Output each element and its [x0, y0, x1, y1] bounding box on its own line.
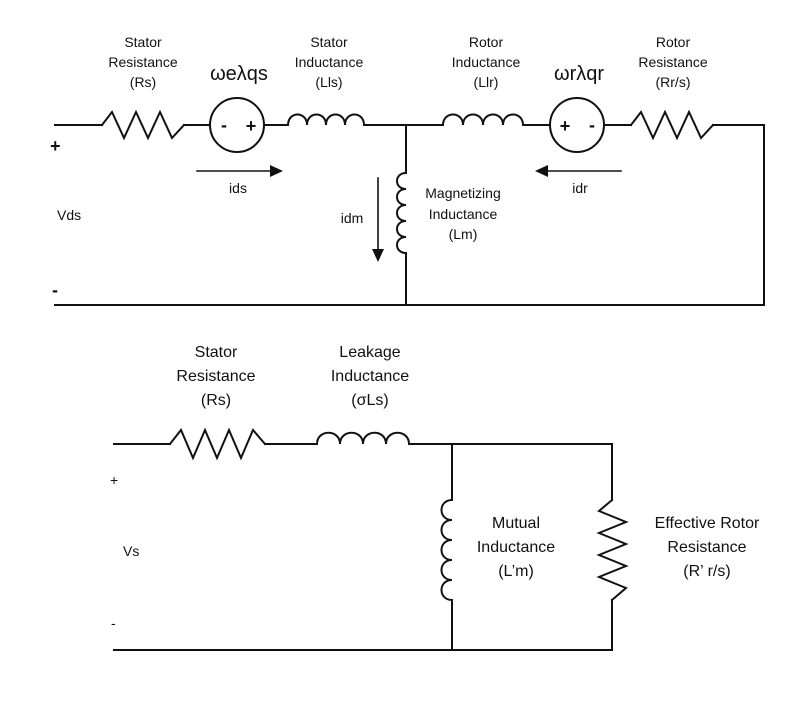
- bottom-effective-rotor-label-1: Effective Rotor: [655, 515, 760, 532]
- top-stator-inductor: [286, 113, 371, 127]
- top-source2-right-sign: -: [589, 115, 595, 135]
- top-rotor-inductance-label-2: Inductance: [452, 54, 521, 70]
- top-voltage-label: Vds: [57, 207, 81, 223]
- bottom-mutual-inductance-label-1: Mutual: [492, 515, 540, 532]
- top-rotor-resistance-label-1: Rotor: [656, 34, 691, 50]
- top-rotor-inductance-label-1: Rotor: [469, 34, 504, 50]
- top-rotor-resistance-label-2: Resistance: [638, 54, 707, 70]
- bottom-stator-resistance-label-2: Resistance: [176, 368, 255, 385]
- top-source-dr-label: ωrλqr: [554, 63, 604, 85]
- top-equivalent-circuit: - + + -: [54, 97, 765, 306]
- top-minus-sign: -: [52, 280, 58, 300]
- top-source1-right-sign: +: [246, 116, 257, 136]
- top-magnetizing-label-3: (Lm): [449, 226, 478, 242]
- bottom-equivalent-circuit: [113, 427, 629, 651]
- top-magnetizing-label-1: Magnetizing: [425, 185, 501, 201]
- bottom-stator-resistance-label-1: Stator: [195, 344, 238, 361]
- bottom-leakage-inductor: [315, 431, 411, 446]
- top-stator-inductance-label-3: (Lls): [315, 74, 342, 90]
- bottom-mutual-inductor: [440, 498, 454, 602]
- top-stator-resistance-label-2: Resistance: [108, 54, 177, 70]
- top-rotor-resistor: [629, 109, 715, 141]
- bottom-stator-resistance-label-3: (Rs): [201, 392, 231, 409]
- top-stator-resistor: [100, 109, 186, 141]
- bottom-effective-rotor-label-3: (R’ r/s): [683, 563, 730, 580]
- bottom-voltage-label: Vs: [123, 543, 139, 559]
- top-current-idr-label: idr: [572, 180, 588, 196]
- bottom-mutual-inductance-label-2: Inductance: [477, 539, 555, 556]
- top-plus-sign: +: [50, 136, 61, 156]
- top-stator-resistance-label-1: Stator: [124, 34, 162, 50]
- top-stator-resistance-label-3: (Rs): [130, 74, 156, 90]
- bottom-plus-sign: +: [110, 472, 118, 488]
- top-source-dr: [549, 97, 605, 153]
- top-right-wire: [54, 124, 765, 306]
- top-ids-arrow-head: [270, 165, 283, 177]
- top-idm-arrow-head: [372, 249, 384, 262]
- top-stator-inductance-label-2: Inductance: [295, 54, 364, 70]
- top-rotor-resistance-label-3: (Rr/s): [656, 74, 691, 90]
- bottom-leakage-inductance-label-3: (σLs): [351, 392, 388, 409]
- top-idr-arrow-head: [535, 165, 548, 177]
- top-rotor-inductance-label-3: (Llr): [474, 74, 499, 90]
- top-stator-inductance-label-1: Stator: [310, 34, 348, 50]
- bottom-leakage-inductance-label-2: Inductance: [331, 368, 409, 385]
- bottom-leakage-inductance-label-1: Leakage: [339, 344, 400, 361]
- bottom-mutual-inductance-label-3: (L’m): [498, 563, 534, 580]
- top-magnetizing-inductor: [396, 171, 408, 255]
- top-labels: Stator Resistance (Rs) ωeλqs Stator Indu…: [50, 34, 708, 300]
- top-source2-left-sign: +: [560, 116, 571, 136]
- bottom-effective-rotor-resistor: [596, 498, 629, 602]
- bottom-effective-rotor-label-2: Resistance: [667, 539, 746, 556]
- bottom-labels: Stator Resistance (Rs) Leakage Inductanc…: [110, 344, 760, 631]
- bottom-stator-resistor: [168, 427, 267, 461]
- top-source1-left-sign: -: [221, 115, 227, 135]
- bottom-minus-sign: -: [111, 615, 116, 631]
- top-rotor-inductor: [441, 113, 525, 127]
- top-current-idm-label: idm: [341, 210, 364, 226]
- bottom-rotor-bottom-vertical: [113, 599, 613, 651]
- top-source-ds-label: ωeλqs: [210, 63, 268, 85]
- top-magnetizing-label-2: Inductance: [429, 206, 498, 222]
- top-current-ids-label: ids: [229, 180, 247, 196]
